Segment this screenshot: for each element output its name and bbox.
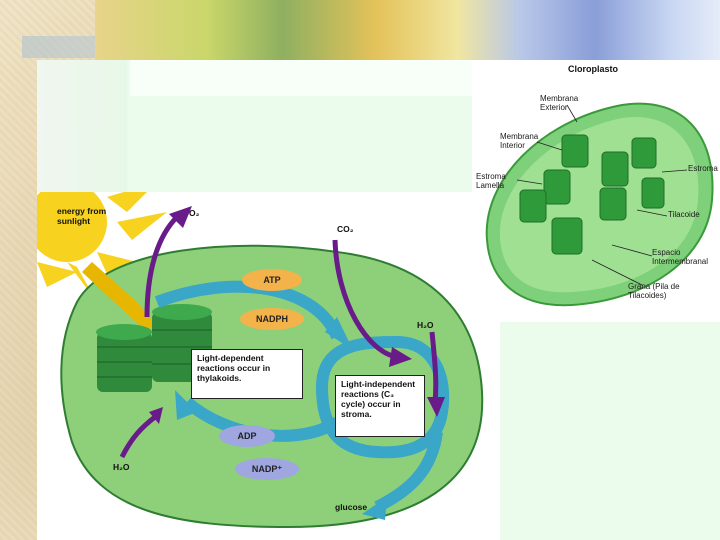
light-dependent-box: Light-dependent reactions occur in thyla…	[191, 349, 303, 399]
decorative-banner	[95, 0, 720, 60]
h2o-left-arrow	[119, 415, 157, 459]
cloroplasto-title: Cloroplasto	[568, 64, 619, 74]
grana-label: Grana (Pila de Tilacoides)	[628, 282, 680, 300]
light-independent-box: Light-independent reactions (C₃ cycle) o…	[335, 375, 425, 437]
co2-arrow	[332, 239, 398, 360]
adp-pill	[219, 425, 275, 447]
membrana-interior-label: Membrana Interior	[500, 132, 539, 150]
h2o-top-label: H₂O	[417, 320, 434, 330]
adp-label: ADP	[237, 431, 257, 441]
content-wash	[37, 60, 127, 195]
glucose-label: glucose	[335, 502, 368, 512]
nadph-pill	[240, 308, 304, 330]
espacio-label: Espacio Intermembranal	[652, 248, 709, 266]
membrana-exterior-label: Membrana Exterior	[540, 94, 579, 112]
title-placeholder	[130, 60, 475, 96]
co2-label: CO₂	[337, 224, 354, 234]
o2-arrow	[144, 215, 179, 318]
thylakoid-stack-1	[96, 324, 152, 392]
estroma-label: Estroma	[688, 164, 718, 173]
nadp-label: NADP⁺	[251, 464, 283, 474]
estroma-lamella-label: Estroma Lamella	[476, 172, 506, 190]
grana-stacks	[519, 134, 665, 255]
nadp-pill	[235, 458, 299, 480]
atp-pill	[242, 269, 302, 291]
energy-label: energy from sunlight	[57, 206, 107, 226]
tilacoide-label: Tilacoide	[668, 210, 700, 219]
photosynthesis-diagram: energy from sunlight O₂ CO₂ H₂O H₂O ATP …	[37, 192, 500, 540]
h2o-bottom-label: H₂O	[113, 462, 130, 472]
calvin-cycle-ring	[315, 335, 450, 459]
chloroplast-figure: Cloroplasto Membrana Exterior Membrana I…	[472, 60, 720, 322]
sunlight-beam	[82, 262, 155, 332]
nadph-label: NADPH	[255, 314, 288, 324]
atp-label: ATP	[263, 275, 281, 285]
label-lines	[516, 104, 688, 286]
o2-label: O₂	[189, 208, 200, 218]
h2o-right-arrow	[429, 331, 439, 403]
sun-icon	[37, 192, 167, 302]
chloroplast-graphic	[485, 102, 714, 307]
